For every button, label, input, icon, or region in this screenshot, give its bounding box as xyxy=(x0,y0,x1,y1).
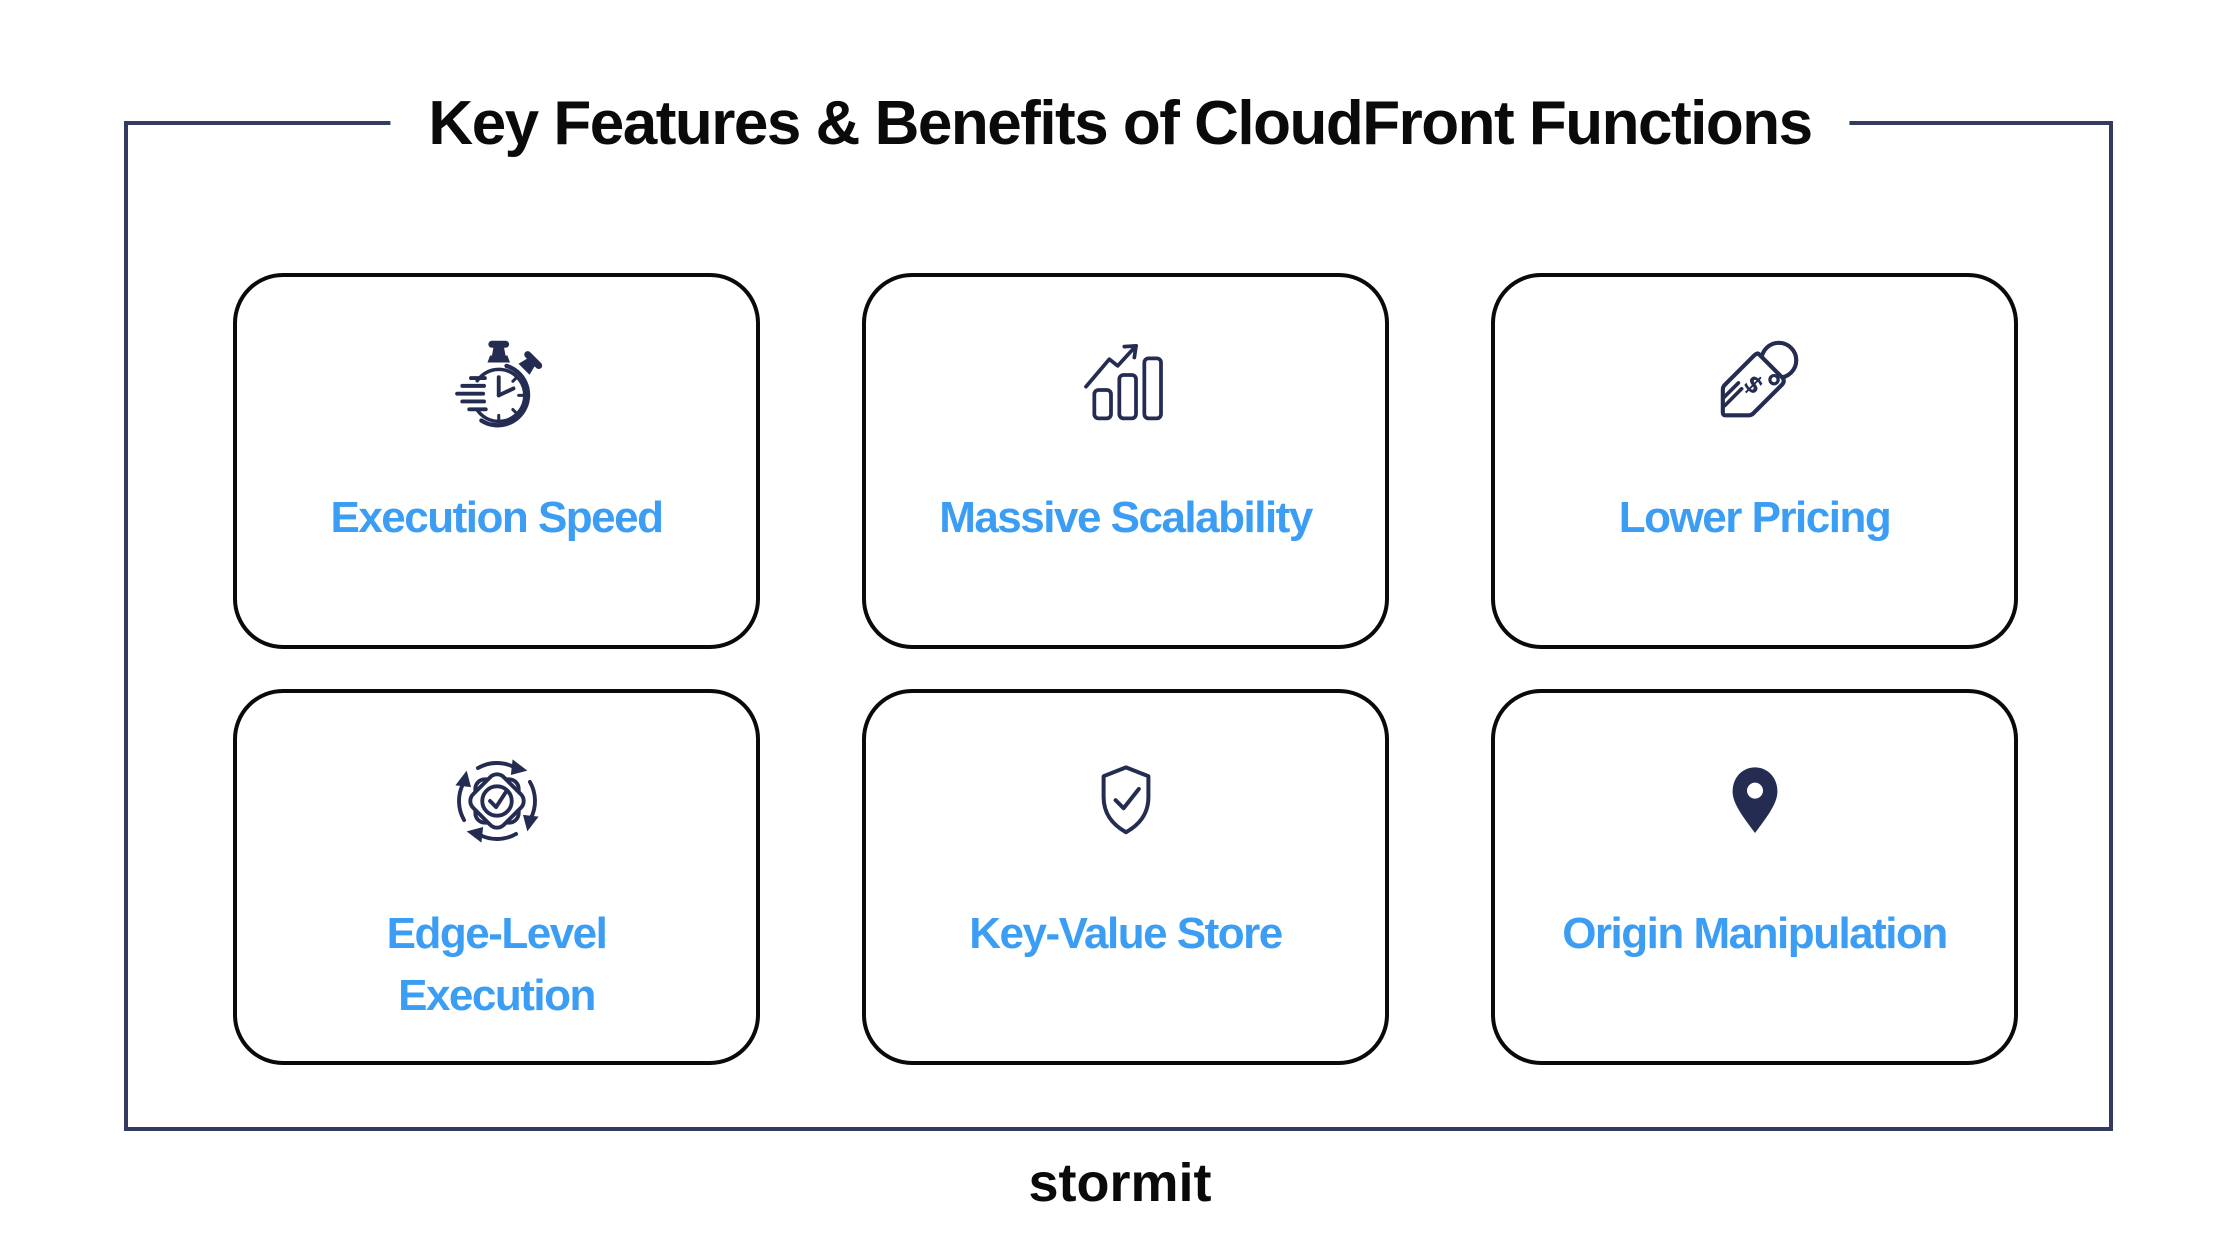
card-key-value-store: Key-Value Store xyxy=(862,689,1389,1065)
price-tag-icon: $ xyxy=(1700,331,1810,439)
card-label: Origin Manipulation xyxy=(1562,909,1948,958)
card-edge-level-execution: Edge-Level Execution xyxy=(233,689,760,1065)
shield-check-icon xyxy=(1078,747,1174,855)
card-label: Key-Value Store xyxy=(969,909,1283,958)
card-label: Lower Pricing xyxy=(1618,493,1892,542)
stopwatch-speed-icon xyxy=(445,331,549,439)
page-title: Key Features & Benefits of CloudFront Fu… xyxy=(390,88,1850,160)
card-execution-speed: Execution Speed xyxy=(233,273,760,649)
card-label: Edge-Level Execution xyxy=(386,909,608,1020)
card-massive-scalability: Massive Scalability xyxy=(862,273,1389,649)
card-label: Massive Scalability xyxy=(939,493,1313,542)
location-pin-icon xyxy=(1707,747,1803,855)
stormit-logo: stormit xyxy=(1028,1153,1212,1213)
growth-chart-icon xyxy=(1076,331,1176,439)
card-origin-manipulation: Origin Manipulation xyxy=(1491,689,2018,1065)
gear-sync-check-icon xyxy=(445,747,549,855)
card-lower-pricing: $ Lower Pricing xyxy=(1491,273,2018,649)
card-label: Execution Speed xyxy=(330,493,664,542)
